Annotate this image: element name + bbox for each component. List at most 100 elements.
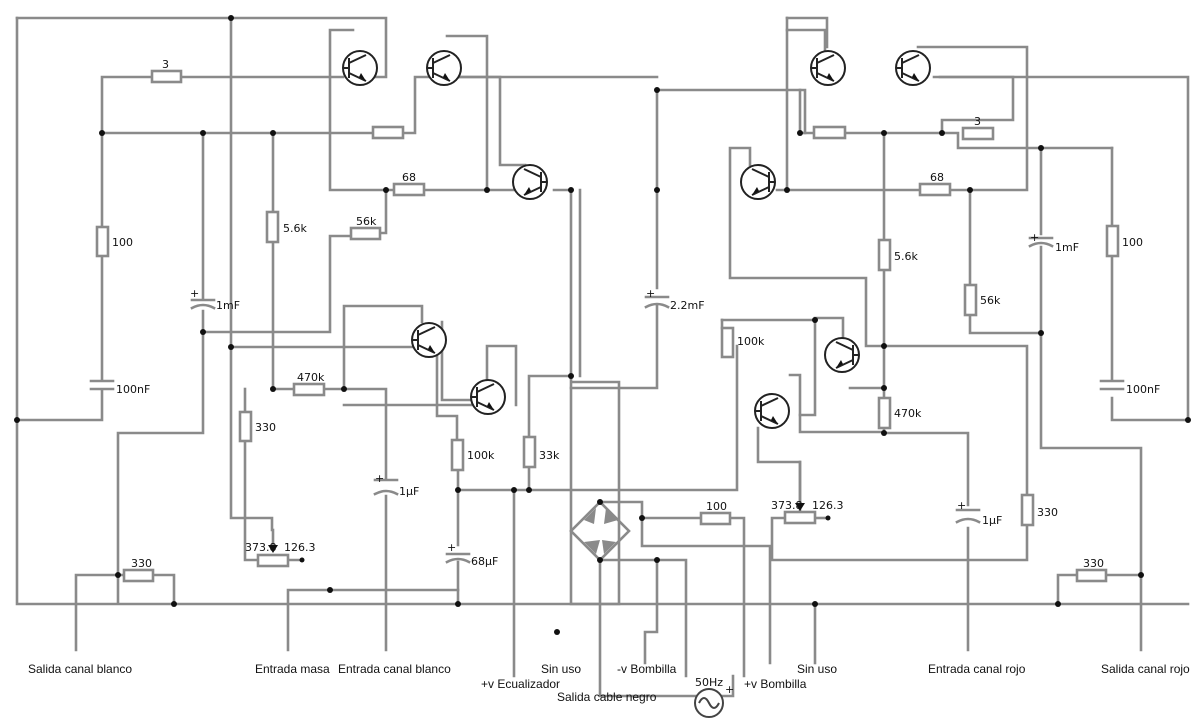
capacitors — [89, 236, 1125, 564]
label-5_6k-right: 5.6k — [894, 250, 918, 263]
resistor-68-right — [918, 182, 952, 197]
transistor-q4 — [411, 322, 447, 358]
label-470k-right: 470k — [894, 407, 922, 420]
transistor-q10 — [754, 393, 790, 429]
transistor-q1 — [342, 50, 378, 86]
label-56k-right: 56k — [980, 294, 1001, 307]
value-labels: 3 68 56k 5.6k 100 + 1mF 100nF 470k 330 +… — [112, 58, 1160, 696]
resistor-330-right-v — [1020, 493, 1035, 527]
resistor-100k-left — [450, 438, 465, 472]
terminal-mas-bombilla: +v Bombilla — [744, 677, 807, 691]
transistor-q5 — [470, 379, 506, 415]
label-100nF-left: 100nF — [116, 383, 150, 396]
label-pot-left-r: 126.3 — [284, 541, 316, 554]
label-1mF-left: 1mF — [216, 299, 240, 312]
label-100k-right: 100k — [737, 335, 765, 348]
transistors — [342, 50, 931, 429]
transistor-q2 — [426, 50, 462, 86]
capacitor-1uF-left — [373, 478, 399, 496]
resistor-top-right — [812, 125, 847, 140]
terminal-entrada-canal-blanco: Entrada canal blanco — [338, 662, 451, 676]
terminal-salida-canal-rojo: Salida canal rojo — [1101, 662, 1190, 676]
capacitor-1mF-right — [1028, 236, 1054, 248]
label-1uF-left: 1µF — [399, 485, 419, 498]
label-68-right: 68 — [930, 171, 944, 184]
capacitor-100nF-left — [89, 379, 115, 391]
transistor-q6 — [740, 164, 776, 200]
resistor-56k-right — [963, 283, 978, 317]
label-100nF-right: 100nF — [1126, 383, 1160, 396]
resistor-100-right — [1105, 224, 1120, 258]
label-56k-left: 56k — [356, 215, 377, 228]
terminal-salida-canal-blanco: Salida canal blanco — [28, 662, 132, 676]
label-68uF: 68µF — [471, 555, 498, 568]
label-plus-1mF-left: + — [190, 287, 199, 300]
label-33k: 33k — [539, 449, 560, 462]
ac-source-50hz — [694, 688, 724, 718]
resistor-470k-right — [877, 396, 892, 430]
capacitor-2_2mF — [644, 295, 670, 309]
label-pot-right-l: 373.8 — [771, 499, 803, 512]
label-3-left: 3 — [162, 58, 169, 71]
resistor-100k-right — [720, 326, 735, 359]
label-330-right-v: 330 — [1037, 506, 1058, 519]
resistor-5_6k-left — [265, 210, 280, 244]
label-pot-left-l: 373.8 — [245, 541, 277, 554]
label-plus-1uF-right: + — [957, 499, 966, 512]
terminal-ecualizador: +v Ecualizador — [481, 677, 560, 691]
wires — [15, 16, 1190, 698]
resistor-330-left-h — [122, 568, 155, 583]
resistor-470k-left — [292, 382, 326, 397]
resistor-100-left — [95, 225, 110, 258]
resistor-100-center — [699, 511, 732, 526]
label-plus-1uF-left: + — [375, 472, 384, 485]
terminal-labels: Salida canal blanco Entrada masa Entrada… — [28, 662, 1190, 704]
terminal-entrada-canal-rojo: Entrada canal rojo — [928, 662, 1026, 676]
capacitor-1uF-right — [955, 508, 981, 524]
terminal-sin-uso-2: Sin uso — [797, 662, 837, 676]
label-2_2mF: 2.2mF — [670, 299, 705, 312]
label-1uF-right: 1µF — [982, 514, 1002, 527]
label-68-left: 68 — [402, 171, 416, 184]
terminal-salida-cable-negro: Salida cable negro — [557, 690, 657, 704]
potentiometers — [256, 460, 831, 568]
resistor-56k-left — [349, 226, 382, 241]
label-pot-right-r: 126.3 — [812, 499, 844, 512]
label-100-left: 100 — [112, 236, 133, 249]
label-330-left-v: 330 — [255, 421, 276, 434]
potentiometer-right — [783, 510, 817, 525]
label-3-right: 3 — [974, 115, 981, 128]
label-plus-68uF: + — [447, 541, 456, 554]
label-plus-1mF-right: + — [1030, 231, 1039, 244]
transistor-q3 — [512, 164, 548, 200]
resistor-3-left — [150, 69, 183, 84]
resistor-3-right — [961, 126, 995, 141]
terminal-entrada-masa: Entrada masa — [255, 662, 330, 676]
potentiometer-left — [256, 553, 290, 568]
junction-dots — [14, 15, 1191, 635]
label-100k-left: 100k — [467, 449, 495, 462]
resistor-68-left — [392, 182, 426, 197]
resistor-330-left-v — [238, 410, 253, 443]
resistor-top-left — [371, 125, 405, 140]
label-plus-source: + — [725, 683, 734, 696]
label-100-right: 100 — [1122, 236, 1143, 249]
resistor-5_6k-right — [877, 238, 892, 272]
label-1mF-right: 1mF — [1055, 241, 1079, 254]
resistor-330-right-h — [1075, 568, 1108, 583]
label-470k-left: 470k — [297, 371, 325, 384]
resistor-33k — [522, 435, 537, 469]
label-330-right-h: 330 — [1083, 557, 1104, 570]
capacitor-1mF-left — [190, 298, 216, 310]
capacitor-68uF — [445, 552, 471, 564]
label-plus-2_2mF: + — [646, 287, 655, 300]
terminal-sin-uso-1: Sin uso — [541, 662, 581, 676]
label-source: 50Hz — [695, 676, 723, 689]
label-330-left-h: 330 — [131, 557, 152, 570]
label-100-center: 100 — [706, 500, 727, 513]
capacitor-100nF-right — [1099, 379, 1125, 391]
transistor-q8 — [895, 50, 931, 86]
label-5_6k-left: 5.6k — [283, 222, 307, 235]
resistors — [95, 69, 1120, 583]
